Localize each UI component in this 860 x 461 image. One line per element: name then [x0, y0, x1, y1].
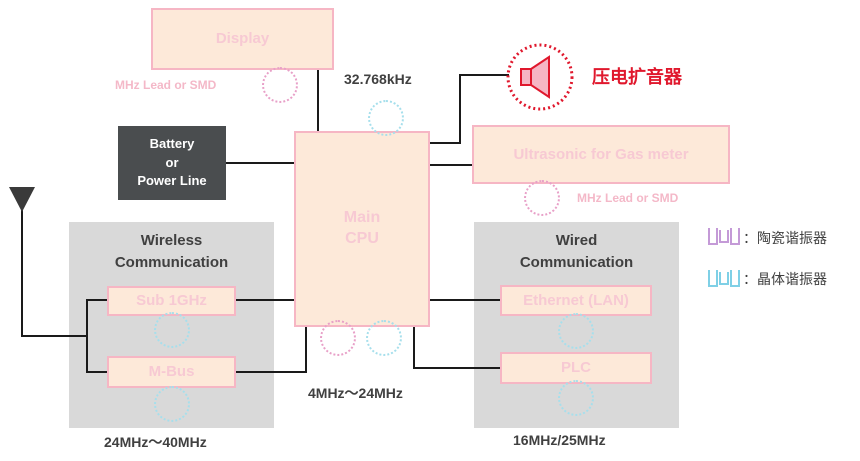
- ultrasonic-block: Ultrasonic for Gas meter: [472, 125, 730, 184]
- display-ceramic-resonator-icon: [262, 67, 298, 103]
- display-label: Display: [215, 30, 270, 48]
- display-block: Display: [151, 8, 334, 70]
- rtc-crystal-resonator-icon: [368, 100, 404, 136]
- sub-ghz-label: Sub 1GHz: [136, 292, 207, 310]
- plc-crystal-resonator-icon: [558, 380, 594, 416]
- mbus-label: M-Bus: [148, 363, 195, 381]
- ethernet-label: Ethernet (LAN): [523, 291, 629, 309]
- crystal-resonator-legend-label: ：晶体谐振器: [743, 271, 827, 287]
- main-cpu-label: Main CPU: [343, 209, 381, 247]
- ceramic-resonator-legend-icon: [708, 228, 740, 245]
- ethernet-block: Ethernet (LAN): [500, 285, 652, 316]
- battery-block: Battery or Power Line: [118, 126, 226, 200]
- plc-label: PLC: [561, 359, 591, 377]
- cpu-freq-label: 4MHz～24MHz: [308, 385, 403, 401]
- cpu-ceramic-resonator-icon: [320, 320, 356, 356]
- battery-or-label: or: [165, 154, 179, 170]
- crystal-resonator-legend-icon: [708, 270, 740, 287]
- wireless-title: Wireless Communication: [114, 232, 229, 271]
- wired-title: Wired Communication: [519, 232, 634, 271]
- rtc-freq-label: 32.768kHz: [344, 71, 412, 87]
- ultrasonic-label: Ultrasonic for Gas meter: [513, 145, 689, 163]
- wired-freq-label: 16MHz/25MHz: [513, 432, 606, 448]
- sub-ghz-crystal-resonator-icon: [154, 312, 190, 348]
- display-crystal-label: MHz Lead or SMD: [115, 78, 217, 92]
- battery-label: Battery: [149, 135, 195, 151]
- mbus-block: M-Bus: [107, 356, 236, 388]
- mbus-crystal-resonator-icon: [154, 386, 190, 422]
- ceramic-resonator-legend-label: ：陶瓷谐振器: [743, 230, 827, 246]
- ultrasonic-crystal-label: MHz Lead or SMD: [577, 191, 679, 205]
- sub-ghz-block: Sub 1GHz: [107, 286, 236, 316]
- power-line-label: Power Line: [137, 173, 207, 189]
- piezo-speaker-icon: [506, 43, 574, 111]
- antenna-icon: [9, 187, 35, 212]
- main-cpu-block: Main CPU: [294, 131, 430, 327]
- speaker-label: 压电扩音器: [592, 67, 682, 87]
- ultrasonic-ceramic-resonator-icon: [524, 180, 560, 216]
- ethernet-crystal-resonator-icon: [558, 313, 594, 349]
- cpu-crystal-resonator-icon: [366, 320, 402, 356]
- wireless-freq-label: 24MHz～40MHz: [104, 434, 207, 450]
